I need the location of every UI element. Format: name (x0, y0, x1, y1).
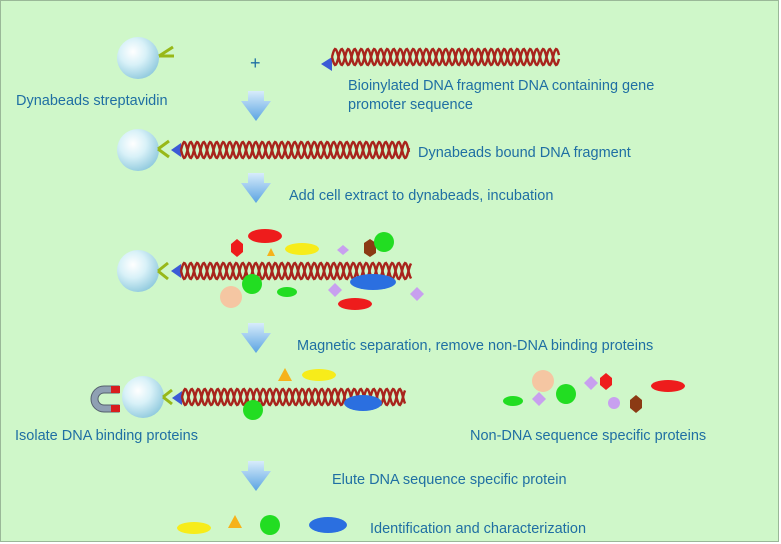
label-identification: Identification and characterization (370, 521, 587, 537)
label-dynabeads-streptavidin: Dynabeads streptavidin (16, 93, 168, 109)
down-arrow-4 (241, 461, 271, 491)
bead-2 (117, 129, 181, 171)
bound-proteins (243, 368, 382, 420)
down-arrow-2 (241, 173, 271, 203)
label-bound-fragment: Dynabeads bound DNA fragment (418, 145, 631, 161)
bead-4 (122, 376, 182, 418)
label-elute: Elute DNA sequence specific protein (332, 472, 567, 488)
label-isolate: Isolate DNA binding proteins (15, 428, 198, 444)
protein-mixture (220, 229, 424, 310)
bead-3 (117, 250, 181, 292)
bead-1 (117, 37, 174, 79)
dna-1 (321, 47, 561, 71)
dna-2 (179, 140, 411, 160)
label-biotinylated-line1: Bioinylated DNA fragment DNA containing … (348, 78, 655, 94)
down-arrow-3 (241, 323, 271, 353)
label-biotinylated-line2: promoter sequence (348, 97, 473, 113)
non-specific-proteins (503, 370, 685, 413)
plus-sign: + (250, 53, 261, 73)
down-arrow-1 (241, 91, 271, 121)
label-non-specific: Non-DNA sequence specific proteins (470, 428, 707, 444)
specific-proteins (177, 515, 347, 535)
label-magnetic-separation: Magnetic separation, remove non-DNA bind… (297, 338, 654, 354)
magnet-icon (90, 385, 120, 413)
label-add-extract: Add cell extract to dynabeads, incubatio… (289, 188, 554, 204)
